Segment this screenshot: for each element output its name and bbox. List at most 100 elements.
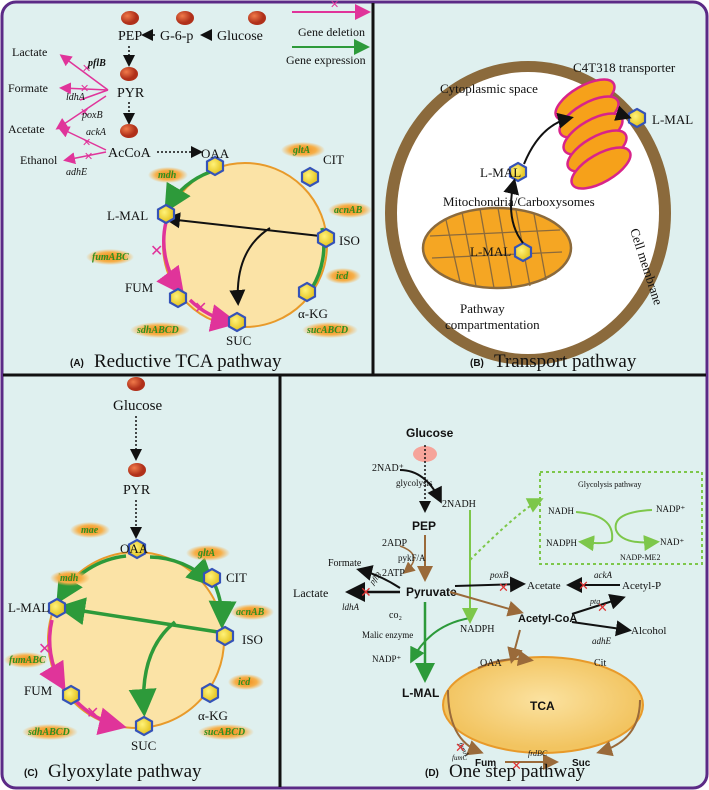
d-arrow-acetylcoa-acetylp [571, 594, 626, 615]
d-fum-x: ✕ [455, 740, 466, 755]
d-box-nadph: NADPH [546, 538, 578, 548]
svg-text:✕: ✕ [84, 151, 93, 163]
d-arrow-acetylcoa-tca [507, 629, 523, 664]
d-alcohol: Alcohol [631, 625, 666, 637]
d-formate: Formate [328, 558, 362, 569]
svg-text:✕: ✕ [82, 63, 91, 75]
a-glucose: Glucose [217, 29, 263, 44]
svg-text:fumABC: fumABC [9, 655, 46, 666]
d-arrow-acetylcoa-alcohol [571, 620, 632, 637]
a-lactate: Lactate [12, 45, 47, 59]
d-fumc: fumC [452, 754, 468, 762]
a-lmal-fum-arrow [156, 221, 185, 296]
b-arrow-cyto-transporter [523, 112, 574, 165]
d-tca-arc-top [477, 650, 534, 669]
d-arrow-pyr-acetate [454, 576, 526, 593]
d-glycolysis: glycolysis [396, 478, 433, 488]
d-nad: 2NAD⁺ [372, 463, 404, 474]
a-g6p: G-6-p [160, 29, 193, 44]
d-fum: Fum [475, 758, 496, 769]
c-fum-x: ✕ [38, 641, 51, 658]
b-caption: Transport pathway [494, 351, 637, 372]
c-glucose: Glucose [113, 398, 162, 414]
b-lmal-out: L-MAL [652, 112, 693, 127]
d-tca: TCA [530, 699, 555, 713]
b-arrow-export [614, 105, 632, 121]
a-acka: ackA [86, 127, 107, 138]
g6p-ball-icon [176, 11, 194, 25]
d-glycolysis-box [539, 471, 703, 565]
d-box-nadh: NADH [548, 506, 574, 516]
d-oaa: OAA [480, 658, 502, 669]
d-lmal: L-MAL [402, 686, 439, 700]
legend-expression-label: Gene expression [286, 53, 366, 67]
d-tca-cycle [442, 656, 644, 754]
a-sdh-x: ✕ [194, 300, 207, 317]
d-suc: Suc [572, 758, 591, 769]
d-pta: pta [589, 597, 600, 606]
svg-text:gltA: gltA [197, 548, 216, 559]
d-arrow-to-glycolysis-box [469, 498, 544, 561]
a-caption-letter: (A) [70, 358, 84, 369]
d-acka: ackA [594, 570, 612, 580]
a-pflb: pflB [87, 58, 106, 69]
panel-b: Cytoplasmic space C4T318 transporter L-M… [385, 60, 693, 372]
c-lmal: L-MAL [8, 600, 49, 615]
svg-text:sdhABCD: sdhABCD [27, 727, 70, 738]
b-compartment1: Pathway [460, 301, 505, 316]
svg-text:acnAB: acnAB [236, 607, 265, 618]
d-cit: Cit [594, 658, 606, 669]
d-caption-letter: (D) [425, 768, 439, 779]
d-ldha-x: ✕ [360, 586, 372, 601]
b-lmal-cyto: L-MAL [480, 165, 521, 180]
c-oaa-lmal-arrow [56, 554, 127, 604]
panel-d: Glucose 2NAD⁺ glycolysis 2NADH PEP 2ADP … [293, 426, 703, 782]
d-malic: Malic enzyme [362, 630, 413, 640]
svg-text:✕: ✕ [82, 137, 91, 149]
d-nad-arrow [399, 469, 442, 504]
b-mito: Mitochondria/Carboxysomes [443, 194, 595, 209]
legend-x-mark: ✕ [330, 0, 339, 11]
d-nadh2: 2NADH [442, 499, 476, 510]
d-box-arrow-right [614, 509, 660, 552]
c-lmal-fum-arrow [39, 619, 66, 692]
svg-text:✕: ✕ [80, 107, 89, 119]
d-poxb: poxB [489, 570, 509, 580]
svg-text:mdh: mdh [158, 170, 177, 181]
d-pyk: pykF/A [398, 553, 426, 563]
b-transporter-icon [554, 78, 632, 190]
a-iso-lmal-arrow [164, 212, 321, 237]
b-arrow-mito-cyto [503, 178, 524, 244]
c-pyr: PYR [123, 483, 151, 498]
a-caption: Reductive TCA pathway [94, 351, 282, 372]
c-fum-suc-arrow [73, 698, 127, 735]
c-mae: mae [81, 525, 99, 536]
svg-text:acnAB: acnAB [334, 205, 363, 216]
a-suc: SUC [226, 333, 251, 348]
a-accoa: AcCoA [108, 146, 152, 161]
glucose-ball-icon [248, 11, 266, 25]
pep-ball-icon [121, 11, 139, 25]
a-formate: Formate [8, 81, 48, 95]
c-akg: α-KG [198, 708, 228, 723]
c-caption-letter: (C) [24, 768, 38, 779]
d-arrow-pyr-formate [356, 565, 401, 589]
svg-text:sucABCD: sucABCD [203, 727, 245, 738]
d-adhe: adhE [592, 636, 612, 646]
a-akg: α-KG [298, 306, 328, 321]
a-enzymes: gltA mdh acnAB icd fumABC sdhABCD sucABC… [86, 142, 372, 338]
svg-text:sdhABCD: sdhABCD [136, 325, 179, 336]
c-sdh-x: ✕ [86, 705, 99, 722]
d-tca-arc-left [447, 689, 484, 756]
d-ldha: ldhA [342, 602, 360, 612]
d-nadp: NADP⁺ [372, 654, 402, 664]
c-iso-lmal-arrow [57, 597, 219, 634]
svg-text:icd: icd [336, 271, 349, 282]
d-arrow-pyr-acetylcoa [449, 591, 524, 617]
svg-text:sucABCD: sucABCD [306, 325, 348, 336]
d-box-title: Glycolysis pathway [578, 480, 641, 489]
a-pep: PEP [118, 29, 142, 44]
a-oaa-lmal-arrow [164, 170, 211, 214]
